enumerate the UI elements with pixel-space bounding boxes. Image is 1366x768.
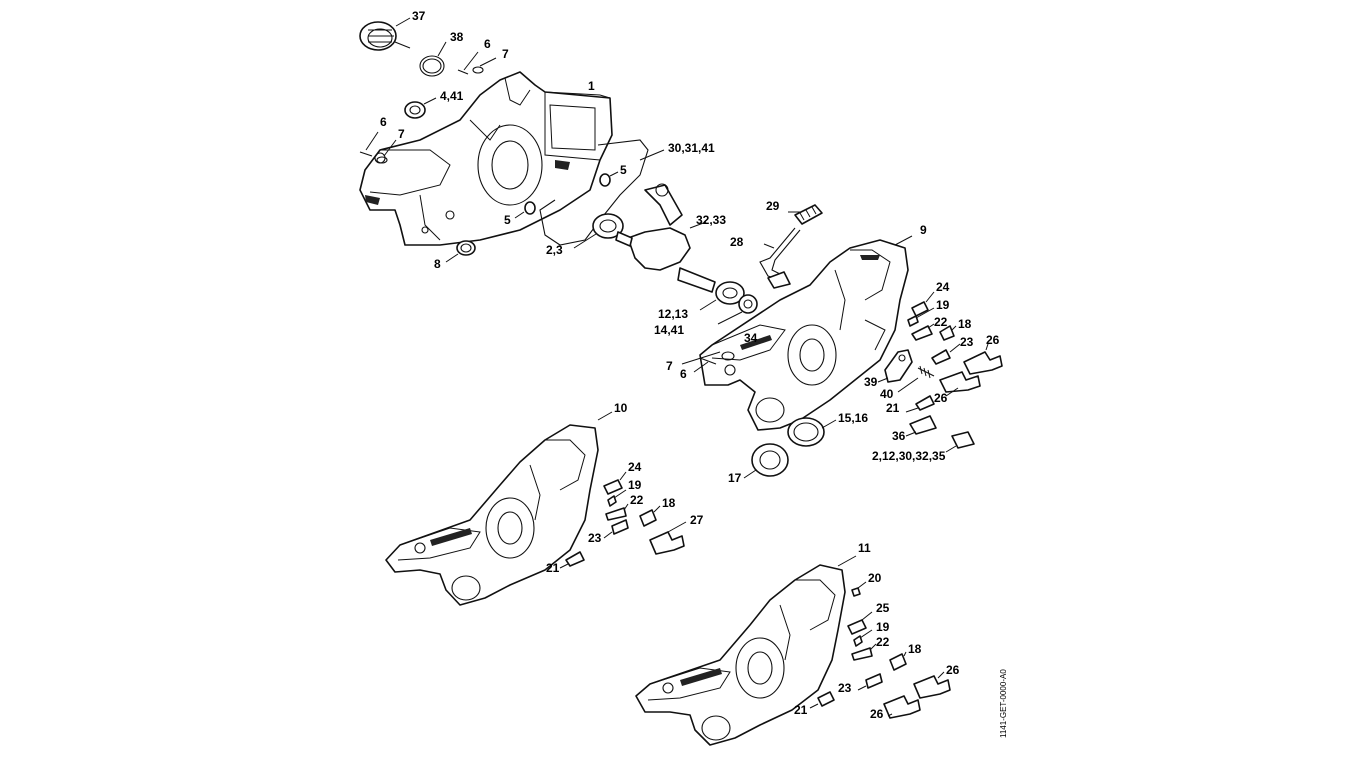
part-label: 18: [662, 496, 676, 510]
part-37-spring: [359, 17, 411, 51]
part-label: 12,13: [658, 307, 688, 321]
part-label: 40: [880, 387, 894, 401]
crankcase-half-11: [635, 555, 857, 746]
part-label: 24: [936, 280, 950, 294]
part-label: 19: [936, 298, 950, 312]
part-28-29-pipe: [759, 204, 823, 289]
part-label: 20: [868, 571, 882, 585]
part-label: 28: [730, 235, 744, 249]
part-label: 26: [986, 333, 1000, 347]
part-label: 21: [794, 703, 808, 717]
part-label: 7: [398, 127, 405, 141]
part-label: 17: [728, 471, 742, 485]
part-label: 1: [588, 79, 595, 93]
part-label: 23: [838, 681, 852, 695]
part-label: 6: [484, 37, 491, 51]
part-label: 11: [858, 541, 871, 555]
part-label: 19: [628, 478, 642, 492]
part-label: 9: [920, 223, 927, 237]
part-label: 18: [958, 317, 972, 331]
part-label: 24: [628, 460, 642, 474]
part-label: 26: [870, 707, 884, 721]
diagram-code: 1141-GET-0000-A0: [999, 669, 1008, 738]
fasteners-upper-right: [905, 291, 1003, 453]
crankcase-half-10: [385, 411, 613, 606]
part-6-7-top: [457, 51, 497, 75]
part-5-dowels: [514, 171, 619, 219]
part-label: 25: [876, 601, 890, 615]
part-label: 6: [680, 367, 687, 381]
part-label: 26: [934, 391, 948, 405]
part-label: 22: [934, 315, 948, 329]
crankcase-half-1: [359, 71, 613, 246]
part-label: 5: [504, 213, 511, 227]
part-label: 10: [614, 401, 628, 415]
part-label: 7: [666, 359, 673, 373]
part-8-bushing: [445, 240, 476, 263]
part-label: 21: [546, 561, 560, 575]
part-label: 6: [380, 115, 387, 129]
part-label: 29: [766, 199, 780, 213]
part-15-16-cup: [787, 417, 837, 447]
part-label: 14,41: [654, 323, 684, 337]
part-label: 19: [876, 620, 890, 634]
part-39-40: [877, 349, 935, 393]
part-label: 18: [908, 642, 922, 656]
part-38-o-ring: [419, 41, 447, 77]
part-label: 36: [892, 429, 906, 443]
part-label: 5: [620, 163, 627, 177]
part-label: 21: [886, 401, 900, 415]
part-label: 26: [946, 663, 960, 677]
part-label: 32,33: [696, 213, 726, 227]
part-label: 2,12,30,32,35: [872, 449, 946, 463]
part-label: 34: [744, 331, 758, 345]
part-label: 4,41: [440, 89, 464, 103]
part-label: 22: [630, 493, 644, 507]
part-6-7-half9: [681, 351, 735, 373]
part-4-41-seal: [404, 97, 437, 119]
part-label: 27: [690, 513, 704, 527]
part-label: 38: [450, 30, 464, 44]
part-label: 39: [864, 375, 878, 389]
part-label: 30,31,41: [668, 141, 715, 155]
part-label: 23: [960, 335, 974, 349]
part-label: 37: [412, 9, 426, 23]
part-17-cup: [743, 443, 789, 479]
part-label: 2,3: [546, 243, 563, 257]
fasteners-half11: [809, 581, 951, 719]
part-6-7-left: [359, 131, 397, 164]
part-label: 22: [876, 635, 890, 649]
part-label: 8: [434, 257, 441, 271]
fasteners-half10: [559, 471, 687, 569]
crankcase-half-9: [699, 235, 913, 431]
part-label: 7: [502, 47, 509, 61]
part-label: 23: [588, 531, 602, 545]
part-label: 15,16: [838, 411, 868, 425]
crankshaft-assembly: [573, 183, 770, 337]
